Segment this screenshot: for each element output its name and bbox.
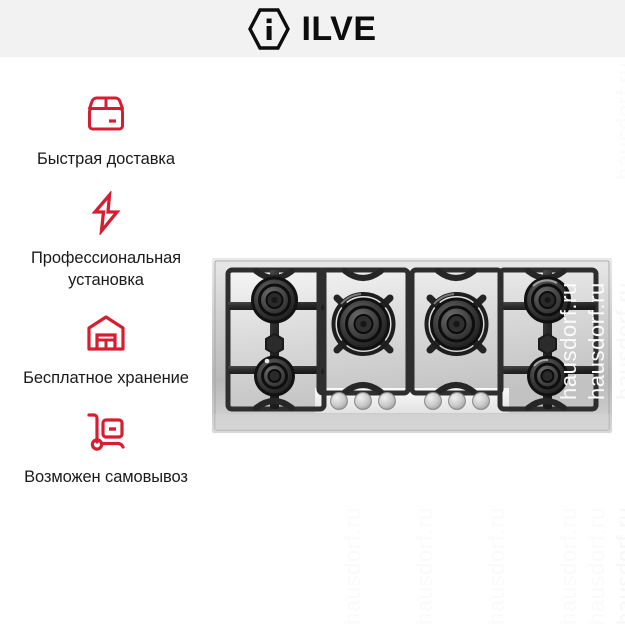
watermark-text: hausdorf.ru bbox=[612, 282, 625, 400]
product-image-cooktop[interactable] bbox=[212, 258, 612, 433]
header-bar: ILVE bbox=[0, 0, 625, 57]
brand-logo[interactable]: ILVE bbox=[248, 7, 376, 51]
watermark-text: hausdorf.ru bbox=[340, 507, 365, 625]
ilve-hexagon-i-logo-icon bbox=[248, 7, 291, 51]
feature-item-delivery: Быстрая доставка bbox=[0, 88, 212, 171]
feature-label-pickup: Возможен самовывоз bbox=[24, 468, 188, 487]
feature-label-storage: Бесплатное хранение bbox=[23, 369, 189, 388]
warehouse-icon bbox=[80, 307, 132, 359]
brand-wordmark: ILVE bbox=[301, 9, 377, 48]
watermark-text: hausdorf.ru bbox=[484, 507, 509, 625]
watermark-text: hausdorf.ru bbox=[412, 507, 437, 625]
watermark-text: hausdorf.ru bbox=[556, 507, 581, 625]
feature-item-storage: Бесплатное хранение bbox=[0, 307, 212, 390]
feature-list: Быстрая доставка Профессиональная устано… bbox=[0, 88, 212, 505]
watermark-text: hausdorf.ru bbox=[612, 507, 625, 625]
feature-label-delivery: Быстрая доставка bbox=[37, 150, 175, 168]
package-box-icon bbox=[80, 88, 132, 140]
feature-label-installation: Профессиональная установка bbox=[31, 248, 181, 289]
watermark-text: hausdorf.ru bbox=[612, 62, 625, 180]
hand-truck-icon bbox=[80, 406, 132, 458]
lightning-bolt-icon bbox=[80, 187, 132, 239]
feature-item-installation: Профессиональная установка bbox=[0, 187, 212, 292]
watermark-text: hausdorf.ru bbox=[584, 507, 609, 625]
feature-item-pickup: Возможен самовывоз bbox=[0, 406, 212, 489]
